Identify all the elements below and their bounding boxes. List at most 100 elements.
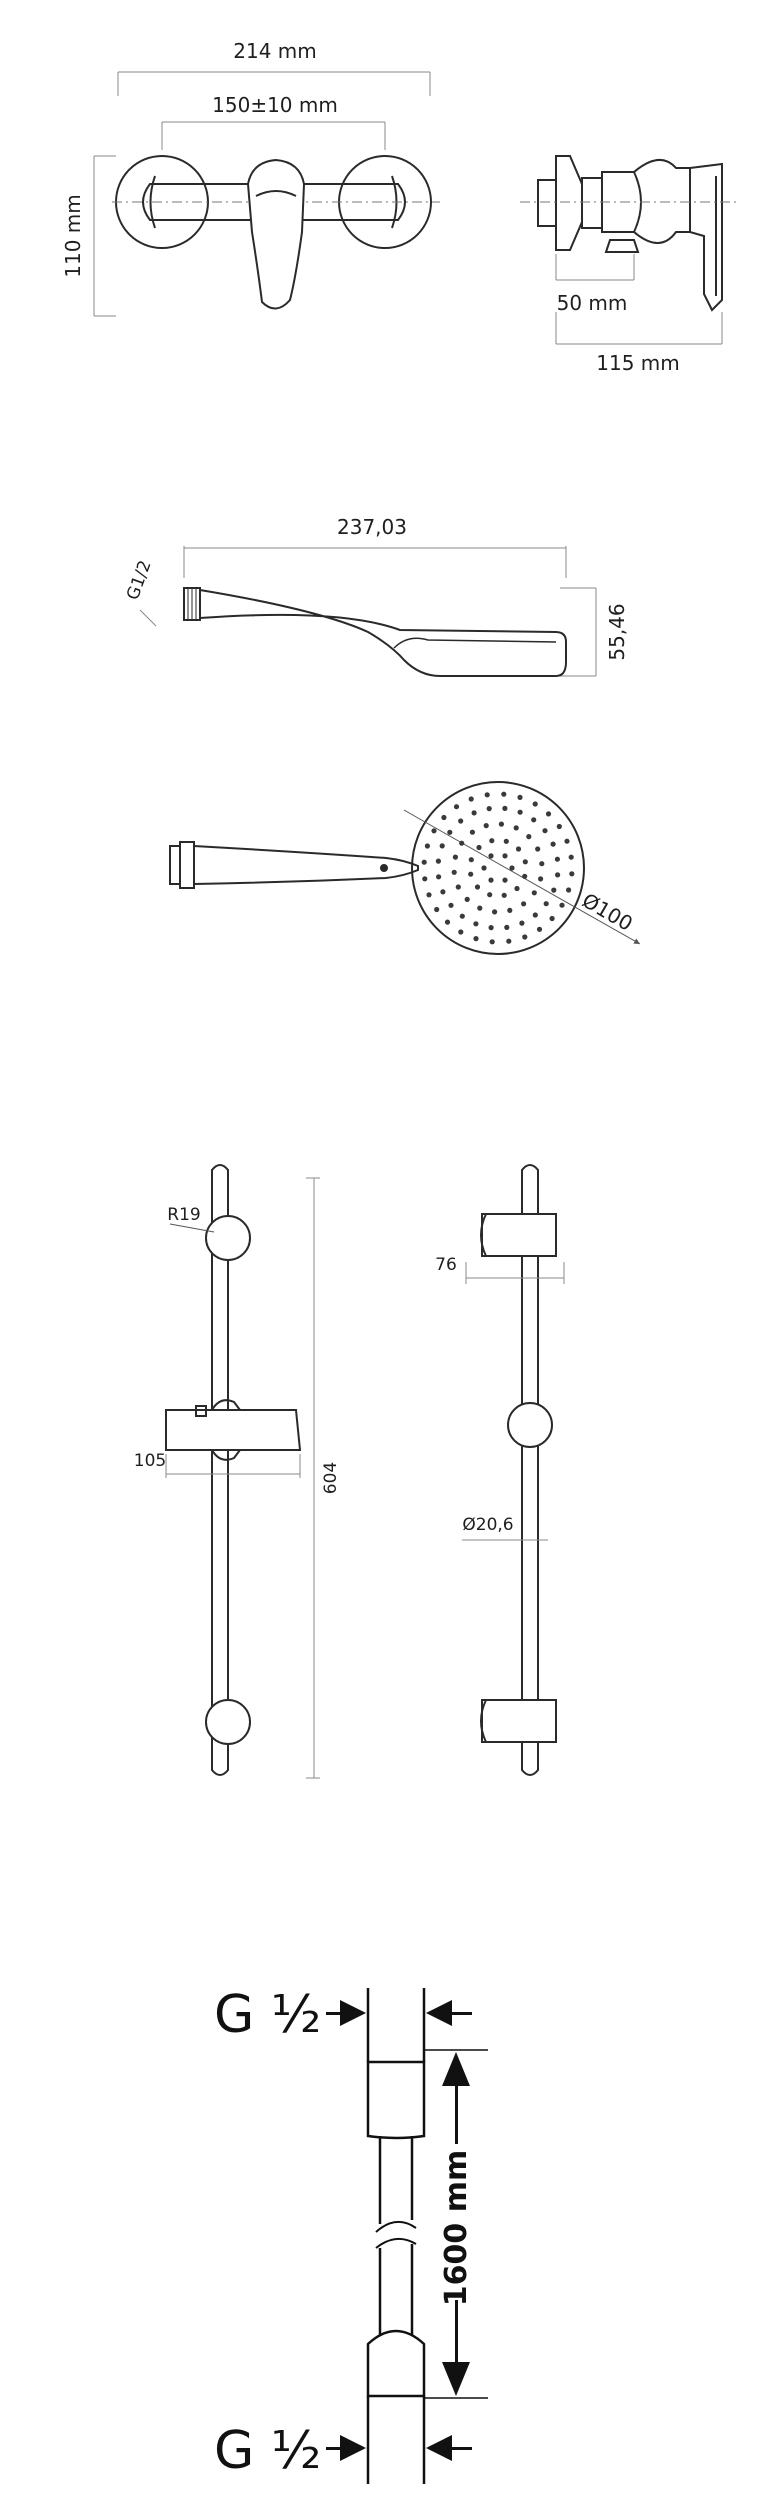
rail-bracket-label: 76 (435, 1255, 457, 1275)
nozzle-dot (458, 929, 464, 935)
nozzle-dot (531, 817, 537, 823)
hand-shower-length-label: 237,03 (337, 515, 407, 539)
hose-thread-top-label: G ½ (214, 1985, 321, 2045)
nozzle-dot (559, 902, 565, 908)
nozzle-dot (426, 892, 432, 898)
nozzle-dot (487, 892, 493, 898)
rail-side-view (462, 1164, 565, 1776)
mixer-front-view (93, 71, 440, 317)
rail-holder-label: 105 (134, 1451, 166, 1471)
nozzle-dot (492, 909, 498, 915)
nozzle-dot (431, 828, 437, 834)
nozzle-dot (538, 876, 544, 882)
hose-thread-bottom-label: G ½ (214, 2421, 321, 2481)
hose-length-label: 1600 mm (439, 2150, 474, 2306)
nozzle-dot (519, 920, 525, 926)
nozzle-dot (488, 877, 494, 883)
nozzle-dot (522, 873, 528, 879)
nozzle-dot (502, 853, 508, 859)
nozzle-dot (459, 913, 465, 919)
nozzle-dot (455, 884, 461, 890)
nozzle-dot (539, 861, 545, 867)
nozzle-dot (468, 871, 474, 877)
rail-tube-label: Ø20,6 (462, 1515, 513, 1535)
nozzle-dot (468, 796, 474, 802)
nozzle-dot (502, 805, 508, 812)
nozzle-dot (522, 934, 528, 940)
nozzle-dot (421, 859, 427, 865)
nozzle-dot (555, 872, 561, 878)
nozzle-dot (504, 924, 510, 931)
nozzle-dot (532, 912, 538, 918)
hand-shower-height-label: 55,46 (605, 603, 629, 660)
rail-radius-label: R19 (167, 1205, 200, 1225)
mixer-side-view (520, 155, 738, 345)
nozzle-dot (507, 907, 513, 914)
nozzle-dot (476, 844, 482, 851)
nozzle-dot (517, 794, 523, 801)
nozzle-dot (447, 829, 453, 835)
nozzle-dot (439, 843, 445, 849)
nozzle-dot (498, 821, 504, 827)
nozzle-dot (489, 939, 495, 945)
nozzle-dot (556, 823, 562, 830)
mixer-depth-label: 115 mm (596, 351, 680, 375)
hand-shower-diameter-label: Ø100 (578, 888, 637, 936)
nozzle-dot (473, 921, 479, 927)
nozzle-dot (522, 859, 528, 865)
nozzle-dot (435, 858, 441, 864)
nozzle-dot (441, 814, 447, 821)
mixer-offset-label: 50 mm (557, 291, 628, 315)
nozzle-dot (459, 840, 465, 846)
nozzle-dot (440, 889, 446, 895)
nozzle-dot (513, 825, 519, 831)
hose-arrows (326, 2000, 472, 2461)
nozzle-dot (488, 853, 494, 859)
nozzle-dot (549, 915, 555, 922)
nozzle-dot (536, 926, 543, 932)
nozzle-dot (444, 919, 451, 925)
nozzle-dot (469, 829, 475, 835)
nozzle-dot (481, 865, 487, 871)
nozzle-dot (566, 887, 572, 893)
nozzle-dot (436, 874, 442, 880)
nozzle-dot (506, 938, 512, 944)
shower-nozzles (421, 791, 575, 945)
nozzle-dot (554, 856, 561, 862)
nozzle-dot (501, 892, 507, 898)
nozzle-dot (464, 896, 470, 903)
nozzle-dot (488, 925, 494, 931)
nozzle-dot (526, 834, 532, 840)
mixer-height-label: 110 mm (61, 194, 85, 278)
hand-shower-thread-label: G1/2 (123, 558, 156, 603)
nozzle-dot (517, 809, 523, 815)
nozzle-dot (468, 857, 474, 863)
nozzle-dot (484, 792, 490, 798)
nozzle-dot (486, 806, 492, 812)
nozzle-dot (452, 854, 458, 860)
hand-shower-side-view (139, 546, 597, 677)
rail-length-label: 604 (321, 1462, 341, 1494)
nozzle-dot (489, 838, 495, 844)
mixer-centers-label: 150±10 mm (212, 93, 338, 117)
nozzle-dot (483, 823, 489, 829)
mixer-width-label: 214 mm (233, 39, 317, 63)
nozzle-dot (424, 843, 430, 849)
nozzle-dot (471, 810, 477, 816)
nozzle-dot (551, 887, 557, 893)
nozzle-dot (545, 811, 552, 817)
nozzle-dot (422, 876, 428, 882)
nozzle-dot (509, 865, 515, 871)
nozzle-dot (473, 936, 479, 942)
hand-shower-top-view (169, 781, 641, 955)
nozzle-dot (550, 841, 556, 847)
nozzle-dot (515, 846, 522, 852)
nozzle-dot (543, 901, 549, 907)
nozzle-dot (564, 838, 570, 844)
nozzle-dot (569, 871, 575, 877)
nozzle-dot (514, 885, 520, 892)
nozzle-dot (502, 877, 508, 883)
nozzle-dot (535, 846, 541, 852)
nozzle-dot (434, 906, 440, 913)
